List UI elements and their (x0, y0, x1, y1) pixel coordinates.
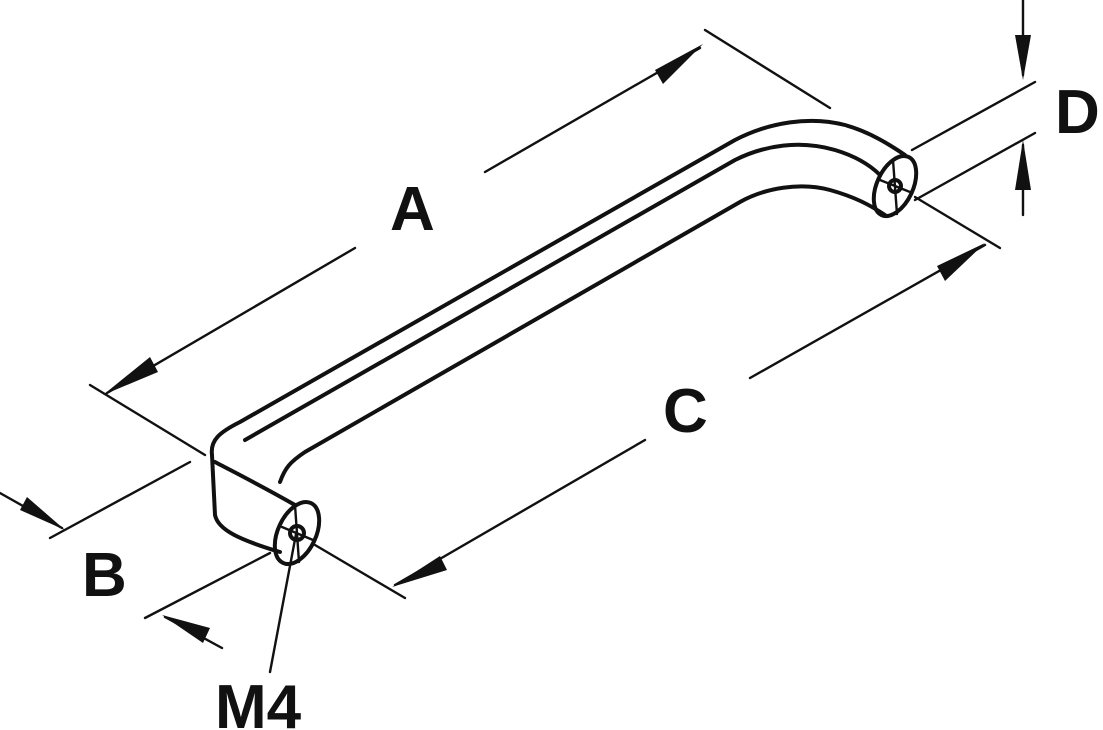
arrow-icon (162, 615, 210, 643)
label-b: B (82, 541, 127, 610)
arrow-icon (20, 497, 65, 530)
label-c: C (663, 377, 708, 446)
arrow-icon (1015, 140, 1031, 190)
arrow-icon (655, 44, 703, 84)
dimension-b: B (0, 460, 272, 650)
dimension-a: A (88, 28, 832, 457)
arrow-icon (392, 556, 447, 587)
arrow-icon (103, 357, 158, 395)
label-a: A (390, 175, 435, 244)
dimension-d: D (910, 0, 1100, 217)
arrow-icon (937, 243, 985, 281)
label-d: D (1055, 78, 1100, 147)
label-thread: M4 (215, 673, 302, 730)
arrow-icon (1015, 35, 1031, 80)
handle-body (209, 118, 919, 566)
dimension-c: C (313, 195, 1002, 600)
thread-callout: M4 (215, 532, 302, 730)
